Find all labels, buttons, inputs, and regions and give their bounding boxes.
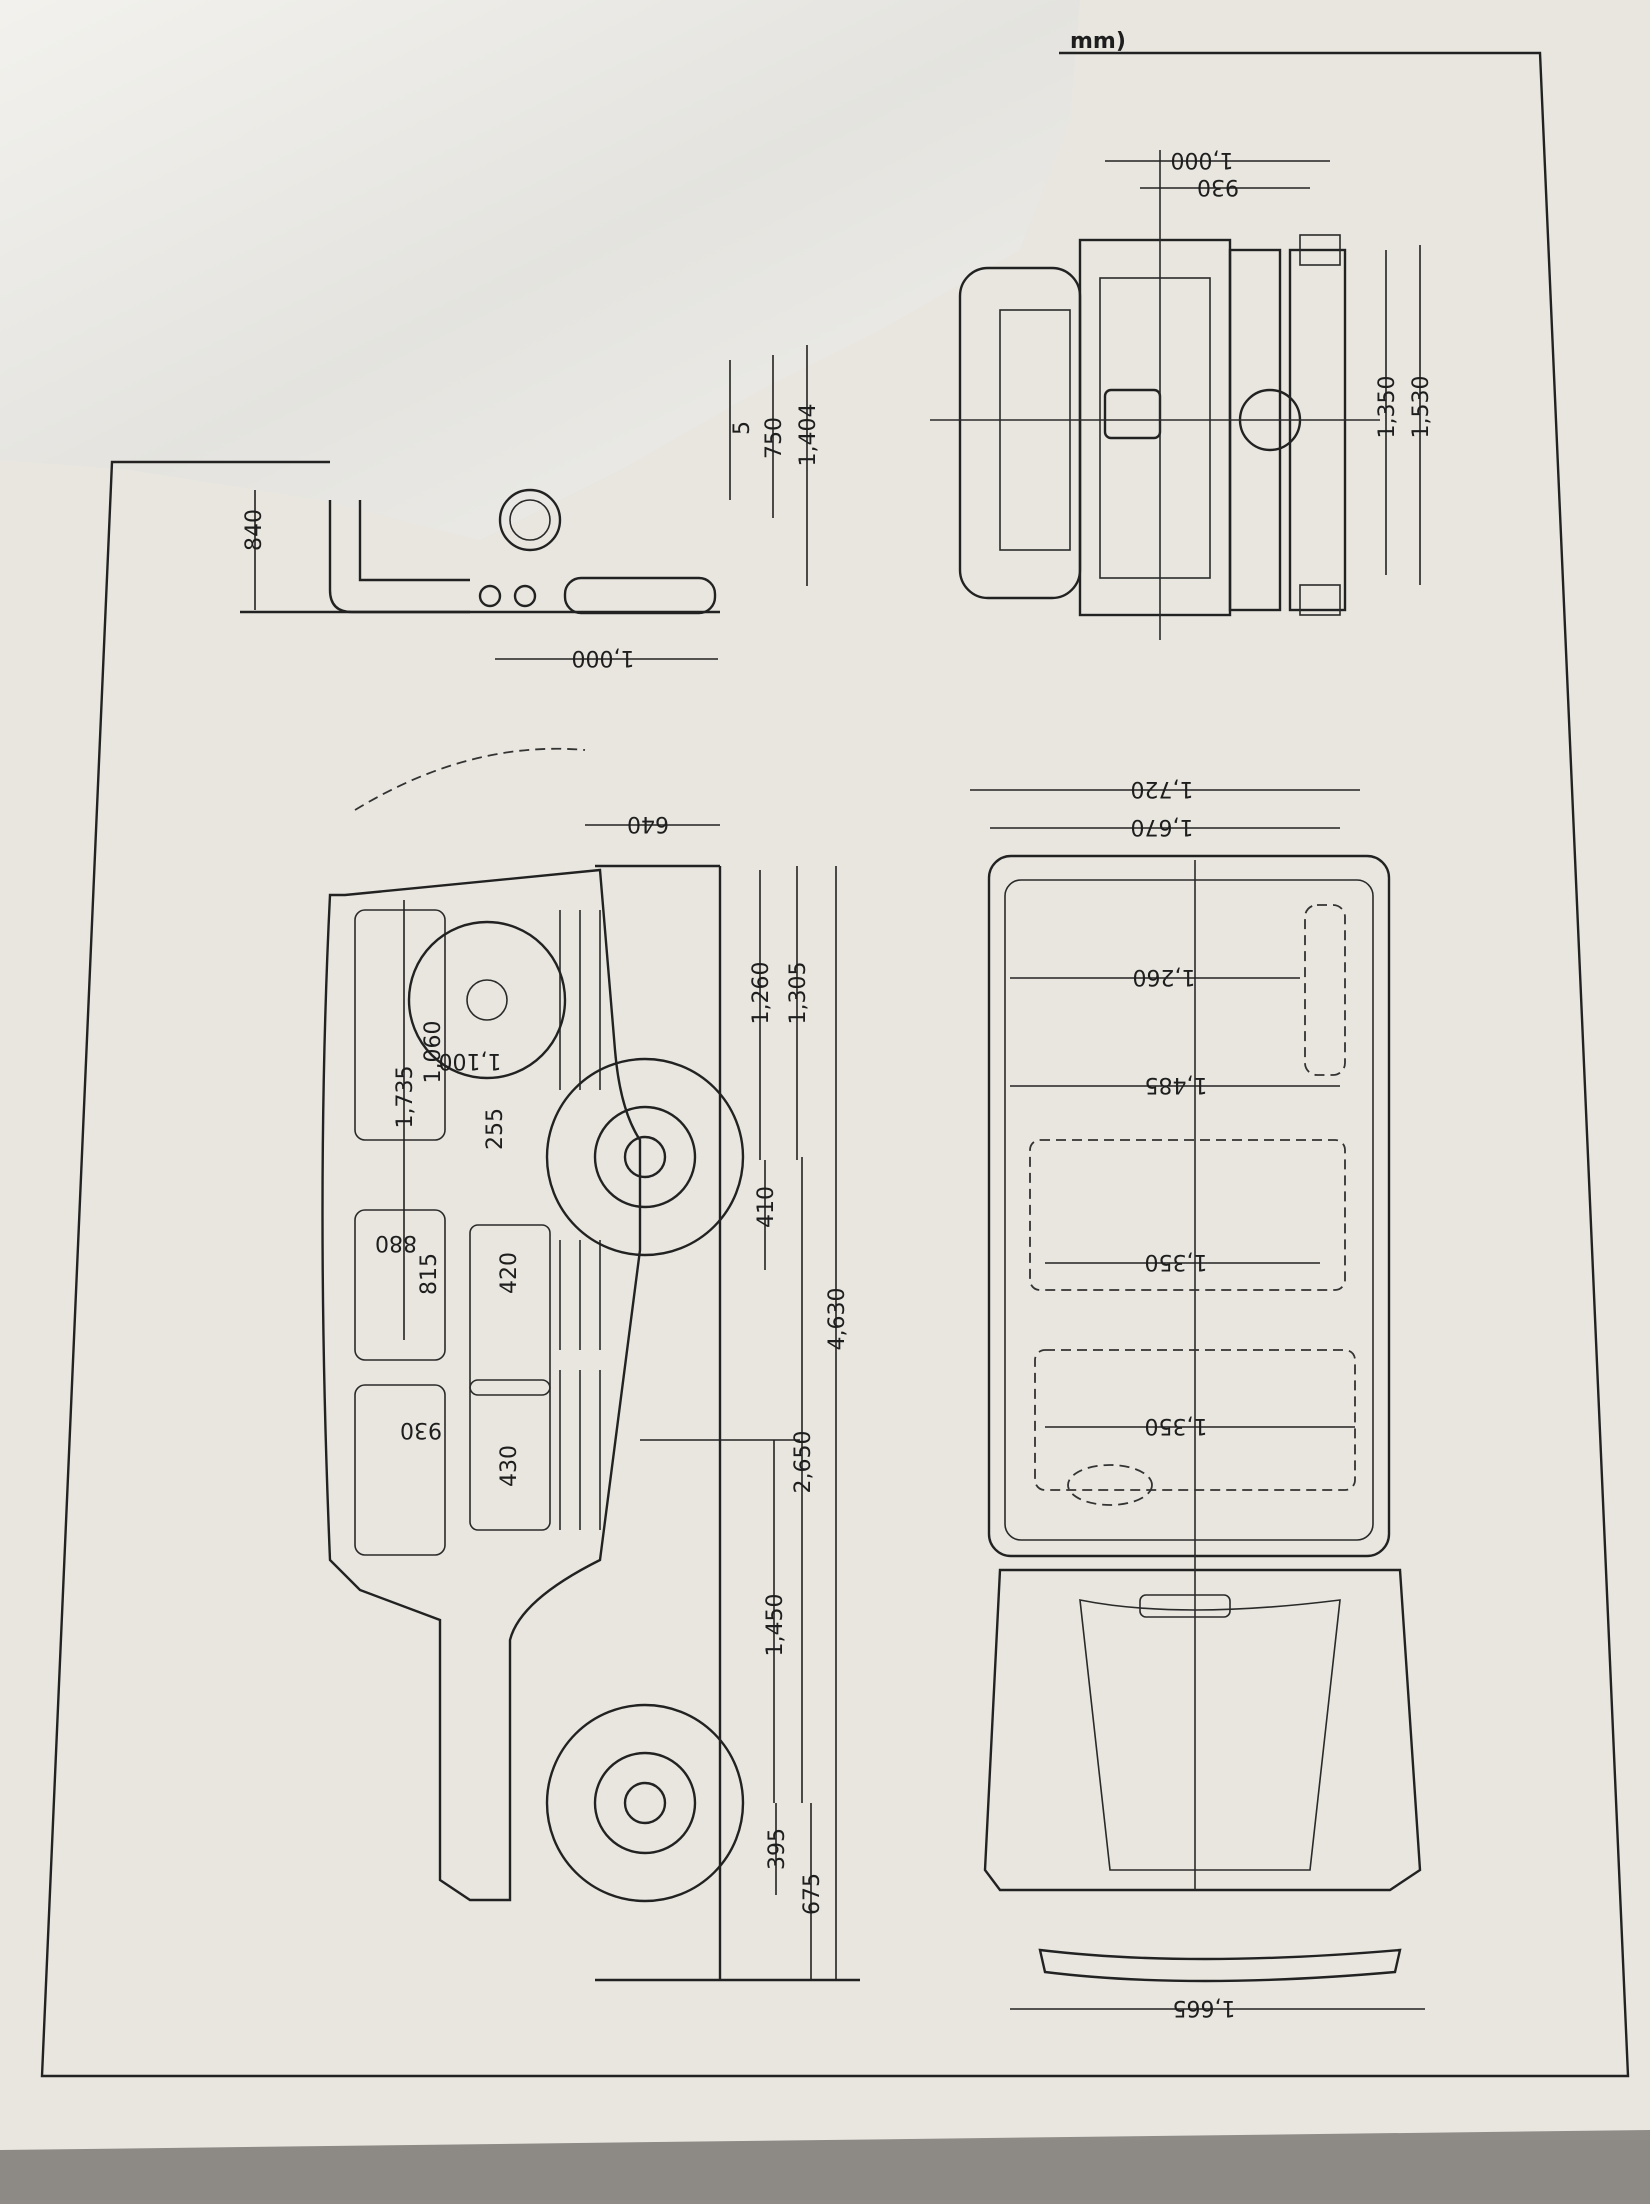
- rear-partial-view: 840 5 750 1,404 1,000: [240, 345, 821, 670]
- dim-rear-5: 5: [730, 421, 755, 435]
- dim-side-430: 430: [497, 1445, 522, 1487]
- dim-top-1350-a: 1,350: [1145, 1249, 1208, 1274]
- dim-top-1350-b: 1,350: [1145, 1413, 1208, 1438]
- dim-side-410: 410: [754, 1186, 779, 1228]
- dim-side-1100: 1,100: [439, 1048, 502, 1073]
- dim-side-675: 675: [800, 1873, 825, 1915]
- dim-front-930: 930: [1197, 174, 1239, 199]
- dim-overall-length-4630: 4,630: [825, 1288, 850, 1351]
- dim-top-1260: 1,260: [1133, 964, 1196, 989]
- dim-side-1305: 1,305: [786, 962, 811, 1025]
- unit-label: mm): [1070, 29, 1126, 54]
- dim-front-width-1000: 1,000: [1171, 147, 1234, 172]
- drawing-frame: [40, 51, 1630, 2078]
- dim-side-815: 815: [417, 1253, 442, 1295]
- dim-rear-1404: 1,404: [796, 404, 821, 467]
- dim-top-1485: 1,485: [1145, 1072, 1208, 1097]
- dim-rear-840: 840: [242, 509, 267, 551]
- paper-sheet: [0, 0, 1650, 2150]
- dim-top-1670: 1,670: [1131, 814, 1194, 839]
- tissue-overlay: [0, 0, 1080, 540]
- dim-side-395: 395: [765, 1828, 790, 1870]
- dim-front-1530: 1,530: [1409, 376, 1434, 439]
- dim-side-1060: 1,060: [421, 1021, 446, 1084]
- dim-side-930: 930: [400, 1417, 442, 1442]
- dim-rear-750: 750: [762, 417, 787, 459]
- dim-side-880: 880: [375, 1230, 417, 1255]
- dim-front-1350: 1,350: [1375, 376, 1400, 439]
- dim-side-640: 640: [627, 811, 669, 836]
- dim-side-1260: 1,260: [749, 962, 774, 1025]
- fabric-edge: [0, 2140, 1650, 2200]
- dim-rear-1000: 1,000: [572, 645, 635, 670]
- top-view: 1,720 1,670 1,260 1,485 1,350 1,350 1,66…: [970, 776, 1425, 2020]
- front-view: 1,000 930 1,350 1,530: [930, 147, 1434, 640]
- dim-wheelbase-2650: 2,650: [791, 1431, 816, 1494]
- dim-top-1665: 1,665: [1173, 1995, 1236, 2020]
- dim-side-420: 420: [497, 1252, 522, 1294]
- dim-side-1450: 1,450: [763, 1594, 788, 1657]
- dim-side-255: 255: [483, 1108, 508, 1150]
- dim-top-1720: 1,720: [1131, 776, 1194, 801]
- dim-side-1735: 1,735: [393, 1066, 418, 1129]
- side-view: 640 1,260 1,305 1,060 1,100 1,735 255 41…: [321, 747, 860, 1982]
